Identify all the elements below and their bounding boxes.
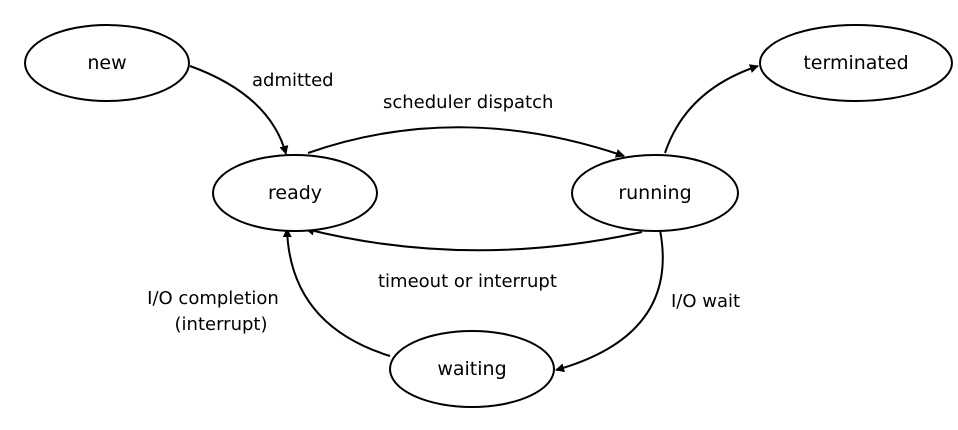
label-io-completion-line1: I/O completion — [147, 288, 279, 309]
edge-exit — [664, 64, 759, 154]
state-ready-label: ready — [268, 182, 322, 204]
state-new: new — [24, 24, 190, 102]
state-terminated-label: terminated — [803, 52, 908, 74]
edge-io-completion — [282, 228, 391, 357]
state-new-label: new — [87, 52, 126, 74]
label-timeout-or-interrupt: timeout or interrupt — [378, 271, 557, 292]
edge-timeout-interrupt — [305, 226, 643, 252]
edge-admitted — [189, 65, 289, 155]
label-admitted: admitted — [252, 70, 334, 91]
edge-scheduler-dispatch — [307, 126, 625, 158]
state-ready: ready — [212, 154, 378, 232]
edge-io-wait — [555, 229, 664, 373]
label-io-completion-line2: (interrupt) — [175, 314, 268, 335]
state-running: running — [571, 154, 739, 232]
state-waiting-label: waiting — [437, 358, 506, 380]
state-running-label: running — [618, 182, 691, 204]
label-io-wait: I/O wait — [671, 291, 740, 312]
state-waiting: waiting — [389, 330, 555, 408]
label-scheduler-dispatch: scheduler dispatch — [383, 92, 553, 113]
state-terminated: terminated — [759, 24, 953, 102]
